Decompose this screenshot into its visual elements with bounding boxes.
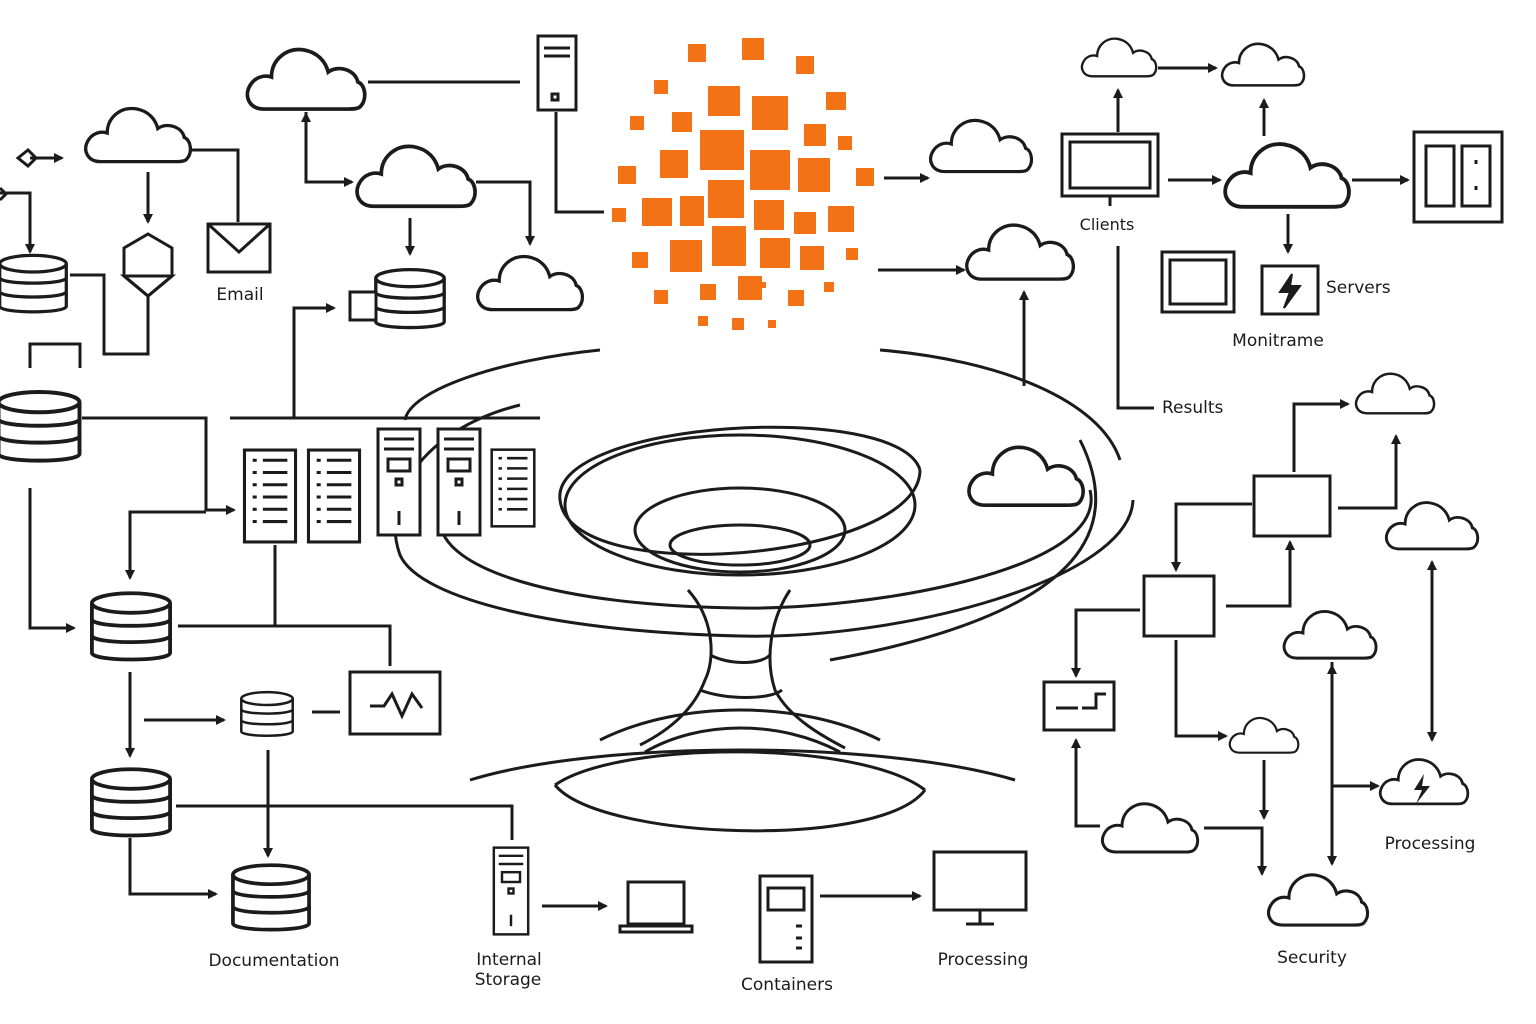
tablet-icon xyxy=(1160,250,1236,314)
hexagon-node-icon xyxy=(119,232,177,298)
laptop-icon xyxy=(618,880,694,934)
monitor-icon xyxy=(932,850,1028,926)
database-icon xyxy=(89,591,173,662)
connector-lines-left xyxy=(0,80,922,911)
cloud-icon xyxy=(245,47,367,111)
database-icon xyxy=(233,865,309,929)
server-rack-icon xyxy=(306,448,362,544)
email-icon xyxy=(206,222,272,274)
cloud-icon xyxy=(1225,144,1349,207)
panel-icon xyxy=(1412,130,1504,224)
server-rack-icon xyxy=(490,447,536,529)
servers-label: Servers xyxy=(1326,278,1391,298)
email-label: Email xyxy=(216,285,264,305)
server-rack-icon xyxy=(242,448,298,544)
cloud-icon xyxy=(84,106,193,164)
lightning-cloud-icon xyxy=(1378,757,1470,806)
waveform-icon xyxy=(348,670,442,736)
documentation-label: Documentation xyxy=(208,951,340,971)
monitor-icon xyxy=(1060,132,1160,206)
cloud-icon xyxy=(967,445,1086,508)
connector-lines-right xyxy=(878,63,1437,876)
server-tower-icon xyxy=(492,846,530,936)
cloud-icon xyxy=(1220,42,1306,88)
processing-bottom-label: Processing xyxy=(937,950,1029,970)
cloud-icon xyxy=(476,254,585,312)
cloud-icon xyxy=(928,118,1034,174)
cloud-icon xyxy=(1266,873,1370,927)
processing-node-icon xyxy=(1142,574,1216,638)
cloud-icon xyxy=(355,144,478,209)
cloud-icon xyxy=(1080,37,1158,78)
server-tower-icon xyxy=(436,427,482,537)
vortex-icon xyxy=(393,348,1135,833)
database-icon xyxy=(0,253,69,314)
processing-node-icon xyxy=(1252,474,1332,538)
processing-right-label: Processing xyxy=(1384,834,1476,854)
database-icon xyxy=(376,270,444,328)
database-icon xyxy=(0,392,80,461)
internal-storage-label-line1: Internal xyxy=(476,950,542,970)
database-icon xyxy=(89,767,173,838)
server-tower-icon xyxy=(758,874,814,964)
cloud-icon xyxy=(1384,501,1480,551)
clients-label: Clients xyxy=(1079,215,1135,234)
cloud-icon xyxy=(1100,801,1200,854)
storage-block-icon xyxy=(348,290,378,322)
pixel-burst-icon xyxy=(612,38,874,330)
monitrame-label: Monitrame xyxy=(1232,331,1324,351)
cloud-icon xyxy=(1228,716,1300,755)
server-tower-icon xyxy=(376,427,422,537)
cloud-icon xyxy=(1282,609,1378,660)
database-icon xyxy=(239,690,295,738)
network-node-icon xyxy=(0,147,39,202)
lightning-icon xyxy=(1260,264,1320,316)
cloud-icon xyxy=(964,223,1076,281)
results-label: Results xyxy=(1162,398,1224,418)
cloud-icon xyxy=(1354,371,1436,416)
security-label: Security xyxy=(1277,948,1347,968)
server-tower-icon xyxy=(536,34,578,112)
signal-icon xyxy=(1042,680,1116,732)
internal-storage-label-line2: Storage xyxy=(474,970,542,990)
containers-label: Containers xyxy=(741,975,833,995)
